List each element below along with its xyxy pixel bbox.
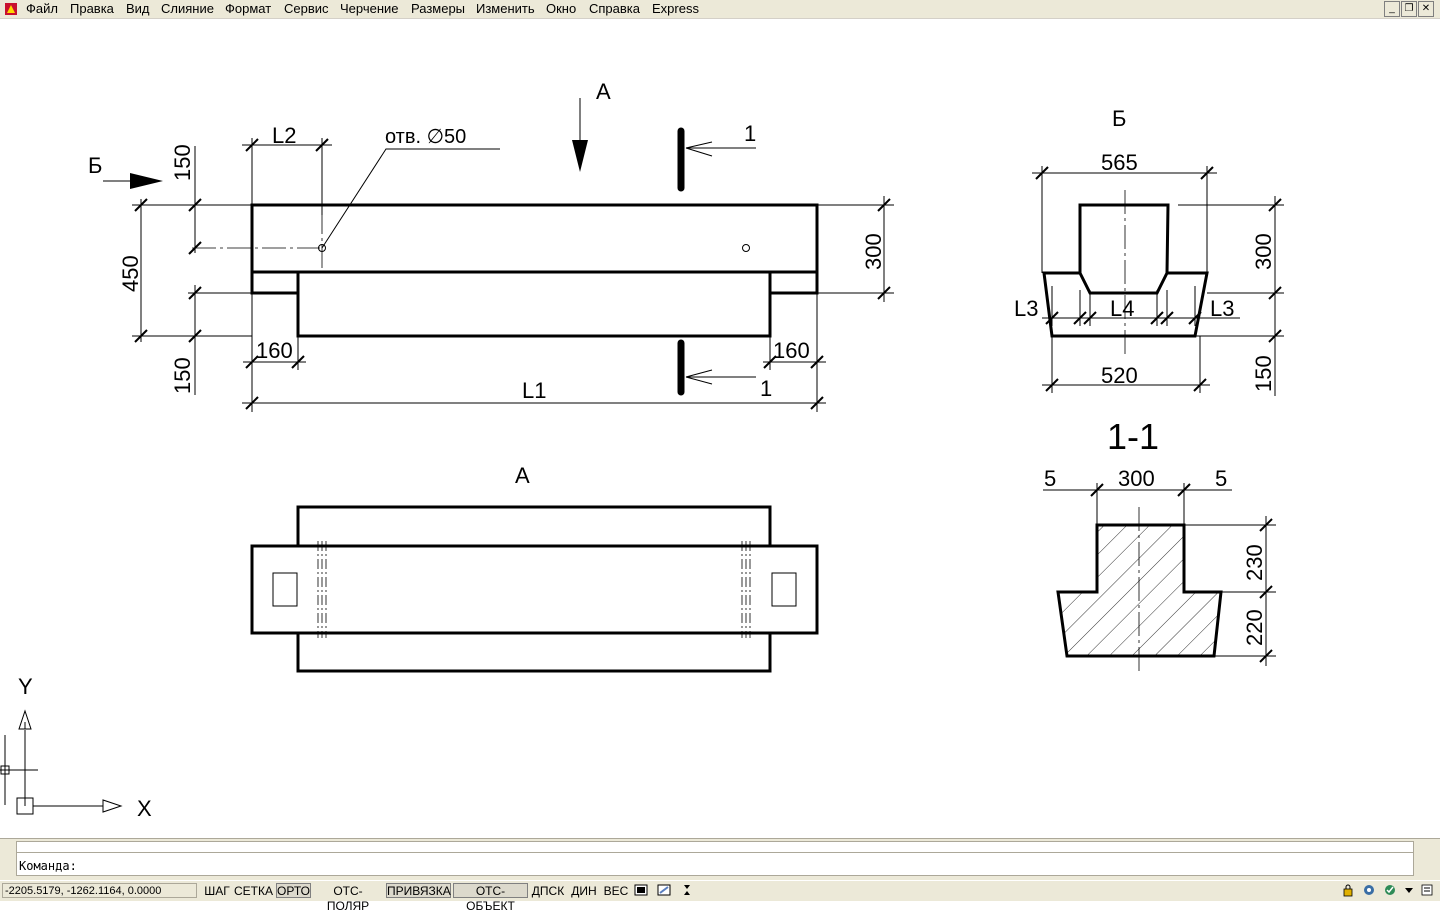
dim-565: 565 [1101,150,1138,175]
dyn-toggle[interactable]: ДИН [571,884,597,898]
ucs-y-label: Y [18,674,33,699]
dim-150-top: 150 [170,144,195,181]
scroll-icon[interactable] [680,883,694,897]
menu-merge[interactable]: Слияние [161,1,214,16]
menu-dimensions[interactable]: Размеры [411,1,466,16]
view-label-a: А [596,79,611,104]
model-icon[interactable] [634,883,648,897]
minimize-button[interactable]: _ [1384,1,1400,17]
menu-express[interactable]: Express [652,1,699,16]
dim-450: 450 [118,255,143,292]
minimize-icon: _ [1389,3,1395,14]
cleanscreen-icon[interactable] [1362,883,1376,897]
layout-icon[interactable] [657,883,671,897]
grid-toggle[interactable]: СЕТКА [234,884,273,898]
ortho-toggle[interactable]: ОРТО [276,883,311,898]
dim-300-sec: 300 [1118,466,1155,491]
plan-title: А [515,463,530,488]
dim-l1: L1 [522,378,546,403]
menu-file[interactable]: Файл [26,1,58,16]
restore-icon: ❐ [1404,3,1414,14]
coordinates-readout[interactable]: -2205.5179, -1262.1164, 0.0000 [2,883,197,898]
lineweight-toggle[interactable]: ВЕС [603,884,629,898]
hole-label: отв. ∅50 [385,126,466,148]
dim-230: 230 [1242,544,1267,581]
section-title: 1-1 [1107,416,1159,457]
section-marks [677,127,756,396]
osnap-toggle[interactable]: ПРИВЯЗКА [386,883,451,898]
section-1-1 [1056,507,1223,672]
dim-160-right: 160 [773,338,810,363]
front-dimensions [132,138,894,412]
otrack-toggle[interactable]: ОТС-ОБЪЕКТ [453,883,528,913]
view-arrow-b [103,173,163,189]
dim-160-left: 160 [256,338,293,363]
menu-bar: Файл Правка Вид Слияние Формат Сервис Че… [0,0,1440,19]
settings-icon[interactable] [1383,883,1397,897]
app-icon[interactable] [4,2,18,16]
menu-service[interactable]: Сервис [284,1,329,16]
menu-help[interactable]: Справка [589,1,640,16]
close-button[interactable]: ✕ [1418,1,1434,17]
lock-icon[interactable] [1341,883,1355,897]
restore-button[interactable]: ❐ [1401,1,1417,17]
command-area: Команда: [0,838,1440,881]
menu-view[interactable]: Вид [126,1,150,16]
section-mark-bottom: 1 [760,376,772,401]
view-label-b: Б [88,153,102,178]
front-view [192,148,819,338]
status-bar: -2205.5179, -1262.1164, 0.0000 ШАГ СЕТКА… [0,880,1440,913]
dim-220: 220 [1242,609,1267,646]
snap-toggle[interactable]: ШАГ [204,884,230,898]
close-icon: ✕ [1421,3,1431,14]
dim-150-b: 150 [1251,355,1276,392]
menu-window[interactable]: Окно [546,1,577,16]
view-arrow-a [572,98,588,172]
dim-300-right: 300 [861,233,886,270]
dim-l3-right: L3 [1210,296,1234,321]
dim-l3-left: L3 [1014,296,1038,321]
menu-modify[interactable]: Изменить [476,1,535,16]
window-controls: _ ❐ ✕ [1384,1,1434,17]
view-b [1042,190,1209,355]
drawing-canvas[interactable]: А Б отв. ∅50 L2 150 450 150 300 160 160 … [0,19,1440,837]
polar-tracking-toggle[interactable]: ОТС-ПОЛЯР [326,884,370,913]
dim-5-right: 5 [1215,466,1227,491]
section-mark-top: 1 [744,121,756,146]
dim-l2: L2 [272,123,296,148]
dim-300-b: 300 [1251,233,1276,270]
tray-icon[interactable] [1420,883,1434,897]
command-prompt: Команда: [19,859,77,873]
ducs-toggle[interactable]: ДПСК [531,884,565,898]
plan-view [250,505,819,673]
dim-5-left: 5 [1044,466,1056,491]
menu-format[interactable]: Формат [225,1,272,16]
view-b-dimensions [1032,166,1284,396]
ucs-icon [0,709,123,815]
ucs-x-label: X [137,796,152,821]
menu-draw[interactable]: Черчение [340,1,399,16]
menu-edit[interactable]: Правка [70,1,114,16]
section-dimensions [1043,483,1276,666]
dim-l4: L4 [1110,296,1134,321]
drawing: А Б отв. ∅50 L2 150 450 150 300 160 160 … [0,79,1284,821]
chevron-down-icon[interactable] [1402,883,1416,897]
dim-150-bottom: 150 [170,357,195,394]
view-b-title: Б [1112,106,1126,131]
command-line[interactable]: Команда: [16,852,1414,876]
dim-520: 520 [1101,363,1138,388]
